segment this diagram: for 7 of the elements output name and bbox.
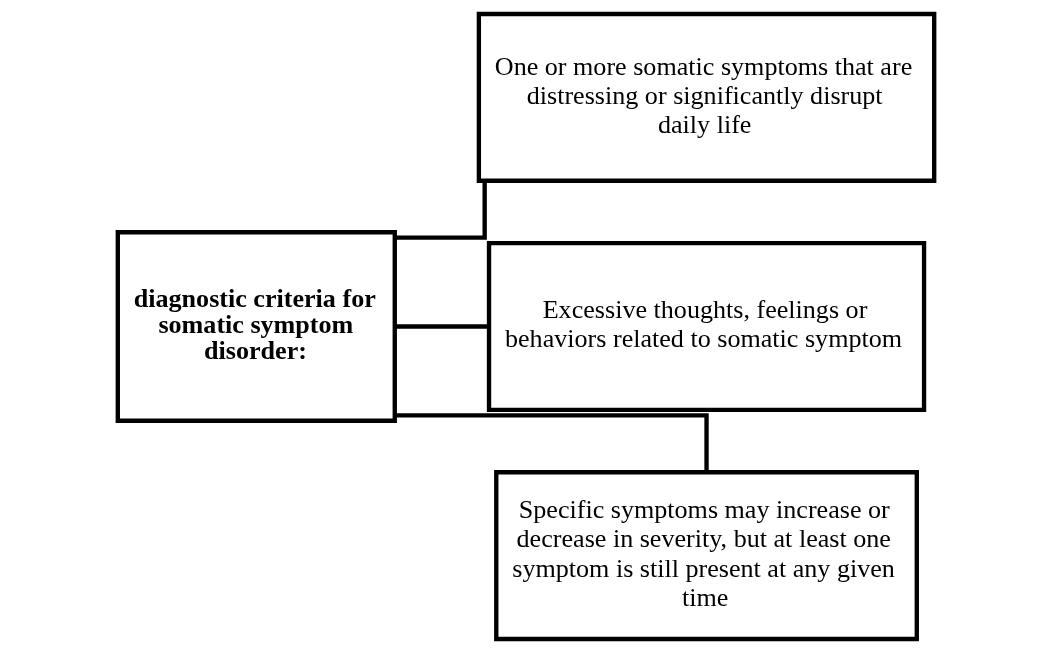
connector [395, 413, 709, 472]
node-box: One or more somatic symptoms that are distressing or significantly disrupt daily life [476, 11, 937, 183]
node-box: diagnostic criteria for somatic symptom disorder: [115, 230, 397, 423]
node-box: Specific symptoms may increase or decrease in severity, but at least one symptom is still present at any given time [494, 470, 919, 642]
connector [395, 181, 487, 240]
connector [395, 324, 489, 329]
node-box: Excessive thoughts, feelings or behaviors related to somatic symptom [486, 240, 927, 413]
